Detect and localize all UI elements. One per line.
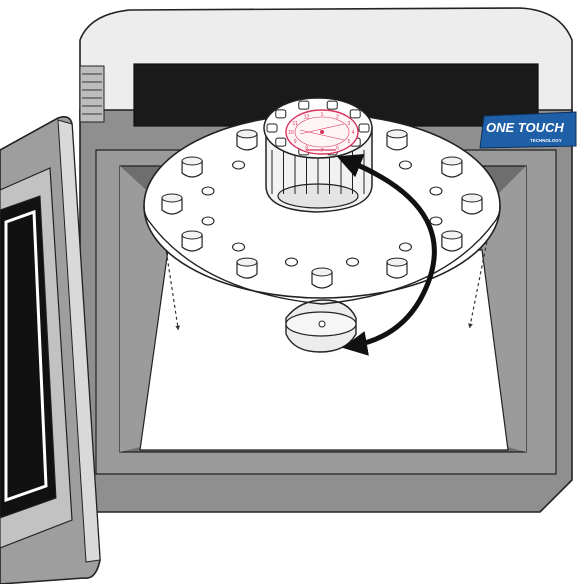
plate-hole <box>399 243 411 251</box>
plate-hole <box>233 161 245 169</box>
plate-hole <box>285 258 297 266</box>
vessel-slot <box>442 231 462 251</box>
module-tab <box>359 124 369 132</box>
turntable-drive-hub <box>286 300 356 352</box>
module-tab <box>267 124 277 132</box>
dial-number: 6 <box>336 146 339 152</box>
dial-number: 5 <box>347 139 350 145</box>
plate-hole <box>347 258 359 266</box>
vessel-slot <box>237 258 257 278</box>
vessel-slot <box>162 194 182 214</box>
vessel-slot <box>182 157 202 177</box>
vessel-slot <box>182 231 202 251</box>
dial-number: 2 <box>336 114 339 120</box>
vessel-slot <box>387 258 407 278</box>
vent-grille <box>80 66 104 122</box>
module-tab <box>327 101 337 109</box>
plate-hole <box>202 187 214 195</box>
module-tab <box>276 110 286 118</box>
vessel-slot <box>442 157 462 177</box>
dial-number: 1 <box>321 112 324 118</box>
dial-number: 7 <box>321 148 324 154</box>
dial-number: 11 <box>293 121 298 127</box>
vessel-slot <box>387 130 407 150</box>
brand-name: ONE TOUCH <box>486 120 564 135</box>
vessel-slot <box>312 268 332 288</box>
plate-hole <box>430 217 442 225</box>
module-tab <box>276 138 286 146</box>
vessel-slot <box>462 194 482 214</box>
module-tab <box>350 110 360 118</box>
plate-hole <box>430 187 442 195</box>
dial-number: 3 <box>347 121 350 127</box>
vessel-slot <box>237 130 257 150</box>
plate-hole <box>399 161 411 169</box>
brand-tagline: TECHNOLOGY <box>530 138 562 143</box>
dial-number: 12 <box>304 114 310 120</box>
plate-hole <box>202 217 214 225</box>
plate-hole <box>233 243 245 251</box>
module-tab <box>299 101 309 109</box>
dial-number: 9 <box>294 139 297 145</box>
dial-number: 10 <box>288 130 294 136</box>
dial-number: 4 <box>352 130 355 136</box>
dial-number: 8 <box>305 146 308 152</box>
brand-badge: ONE TOUCH TECHNOLOGY <box>480 112 576 148</box>
